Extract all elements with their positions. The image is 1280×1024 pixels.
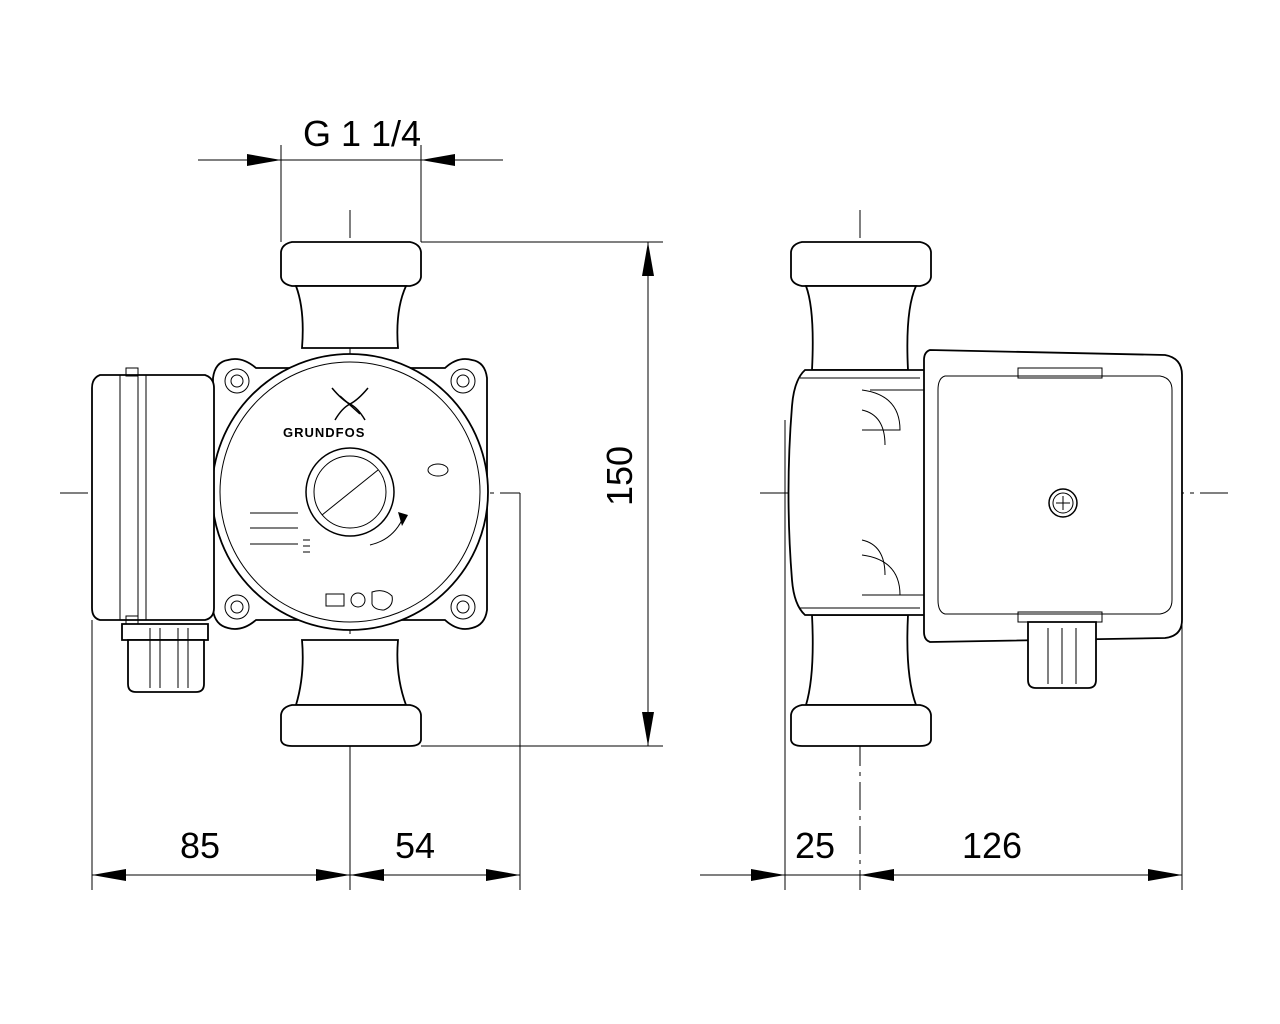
- right-offset-label: 54: [395, 825, 435, 866]
- front-view: GRUNDFOS: [60, 210, 520, 890]
- side-dimensions: 25 126: [700, 420, 1183, 890]
- front-dimensions: G 1 1/4 150 85 54: [91, 113, 663, 890]
- screw-icon: [1048, 488, 1078, 518]
- mounting-holes: [224, 368, 476, 620]
- brand-label: GRUNDFOS: [283, 425, 365, 440]
- grundfos-logo-icon: [331, 387, 369, 421]
- thread-size-label: G 1 1/4: [303, 113, 421, 154]
- side-right-label: 126: [962, 825, 1022, 866]
- cable-gland: [121, 623, 209, 693]
- height-label: 150: [599, 446, 640, 506]
- certification-marks-icon: [325, 590, 393, 611]
- left-width-label: 85: [180, 825, 220, 866]
- side-view: [760, 210, 1230, 890]
- side-left-label: 25: [795, 825, 835, 866]
- speed-marks: [250, 512, 310, 553]
